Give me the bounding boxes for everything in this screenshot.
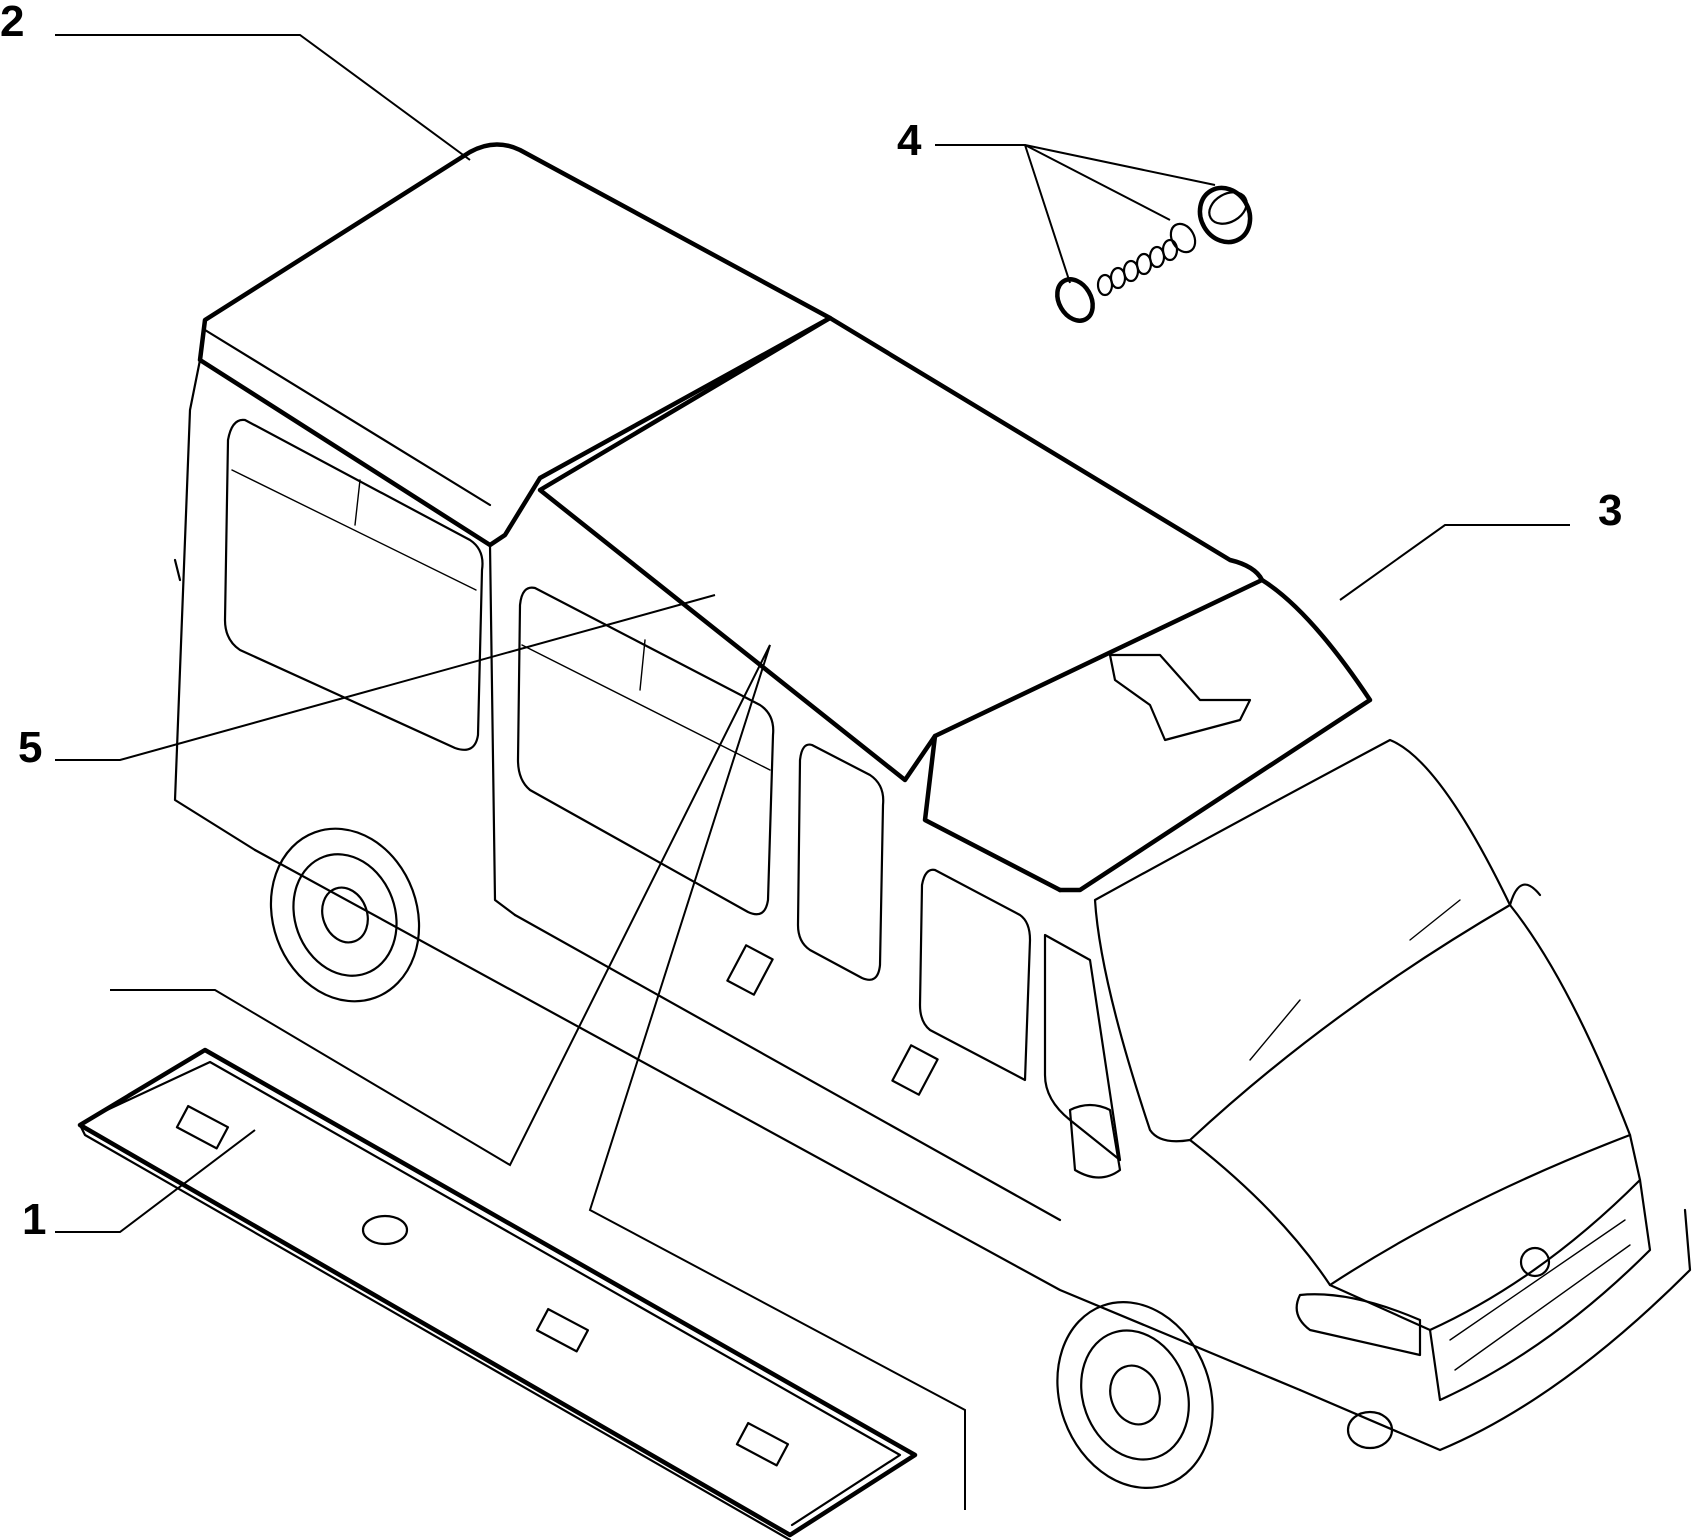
van-body-illustration bbox=[173, 142, 1692, 1489]
leader-line-5 bbox=[55, 594, 716, 761]
callout-number-3: 3 bbox=[1598, 486, 1622, 535]
seal-location-indicator bbox=[110, 644, 966, 1510]
leader-line-1 bbox=[55, 1129, 256, 1233]
leader-lines bbox=[55, 34, 1570, 1510]
callout-number-1: 1 bbox=[22, 1195, 46, 1244]
callout-number-2: 2 bbox=[0, 0, 24, 46]
rear-roof-panel bbox=[197, 142, 833, 548]
floor-panel bbox=[77, 1047, 918, 1540]
leader-line-4 bbox=[935, 144, 1216, 284]
leader-line-3 bbox=[1339, 524, 1570, 601]
fastener-kit bbox=[1055, 185, 1253, 323]
callout-number-4: 4 bbox=[897, 116, 922, 165]
leader-line-2 bbox=[55, 34, 471, 161]
screw bbox=[1096, 222, 1197, 297]
rear-wheel bbox=[269, 827, 421, 1003]
callout-number-5: 5 bbox=[18, 723, 42, 772]
front-roof-panel bbox=[537, 315, 1265, 783]
front-wheel bbox=[1056, 1301, 1214, 1489]
